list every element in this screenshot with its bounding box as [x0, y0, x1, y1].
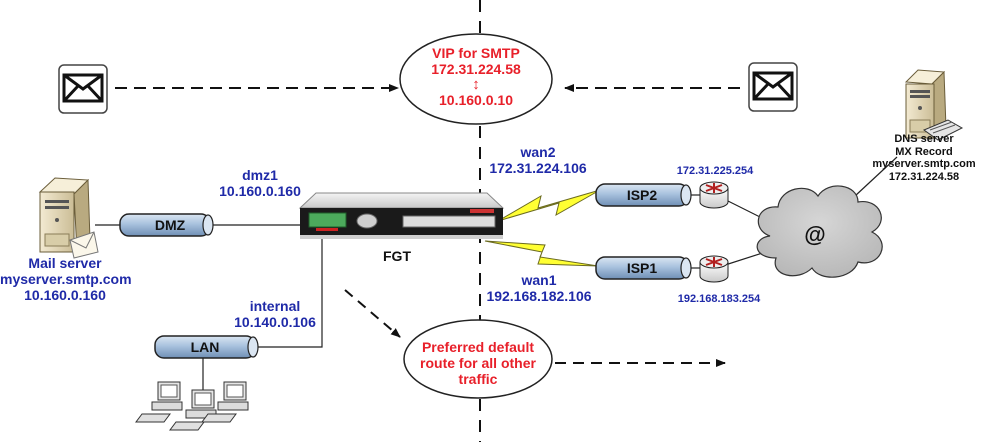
dmz-pipe-label: DMZ: [154, 217, 186, 233]
route-bubble: [403, 319, 553, 399]
dns-mx-record: MX Record: [895, 145, 953, 158]
wan1-lightning: [484, 240, 599, 267]
isp1-pipe: [595, 256, 692, 280]
dns-server-label: DNS server MX Record myserver.smtp.com 1…: [872, 133, 976, 184]
vip-external-ip: 172.31.224.58: [431, 61, 521, 78]
dmz1-interface-label: dmz1 10.160.0.160: [210, 167, 310, 199]
dmz1-name: dmz1: [242, 167, 278, 183]
mail-server-icon: [38, 177, 99, 259]
fortigate-appliance: [298, 192, 505, 239]
internal-name: internal: [249, 298, 301, 314]
route-line-1: Preferred default: [421, 339, 535, 355]
isp1-gateway-ip: 192.168.183.254: [677, 293, 761, 305]
mail-server-title: Mail server: [28, 255, 102, 271]
vip-bubble: [399, 33, 553, 125]
lan-pipe: [154, 335, 259, 359]
wan1-name: wan1: [521, 272, 557, 288]
vip-internal-ip: 10.160.0.10: [439, 92, 513, 109]
route-arrow-diagonal: [344, 289, 401, 338]
fgt-label: FGT: [383, 248, 411, 264]
internal-ip: 10.140.0.106: [234, 314, 316, 331]
wan1-interface-label: wan1 192.168.182.106: [484, 272, 594, 304]
isp2-gateway-ip: 172.31.225.254: [676, 165, 754, 177]
route-line-2: route for all other: [420, 355, 536, 372]
lan-workstations-icon: [135, 381, 249, 431]
dns-hostname: myserver.smtp.com: [872, 158, 976, 171]
vip-bubble-label: VIP for SMTP 172.31.224.58 ↕ 10.160.0.10: [416, 45, 536, 108]
wan2-lightning: [497, 189, 601, 222]
dns-server-title: DNS server: [894, 133, 954, 145]
internet-at-symbol: @: [804, 222, 826, 247]
internal-interface-label: internal 10.140.0.106: [225, 298, 325, 330]
router-icon-isp1: [699, 255, 729, 283]
wan2-ip: 172.31.224.106: [489, 160, 587, 177]
isp2-pipe: [595, 183, 692, 207]
mail-server-label: Mail server myserver.smtp.com 10.160.0.1…: [0, 255, 132, 304]
envelope-icon-left: [58, 64, 108, 114]
lan-pipe-label: LAN: [190, 339, 220, 355]
vip-mapping-arrow-icon: ↕: [472, 76, 480, 94]
wan1-ip: 192.168.182.106: [486, 288, 592, 305]
mail-server-hostname: myserver.smtp.com: [0, 271, 132, 288]
isp2-pipe-label: ISP2: [626, 187, 658, 203]
mail-server-ip: 10.160.0.160: [24, 287, 106, 304]
dmz1-ip: 10.160.0.160: [219, 183, 301, 200]
router-icon-isp2: [699, 181, 729, 209]
link-fgt-lan: [255, 237, 323, 348]
internet-cloud-icon: [756, 185, 883, 278]
vip-title: VIP for SMTP: [432, 45, 520, 61]
route-bubble-label: Preferred default route for all other tr…: [408, 339, 548, 387]
dns-ip: 172.31.224.58: [888, 170, 960, 183]
wan2-interface-label: wan2 172.31.224.106: [483, 144, 593, 176]
link-cloud-dns: [854, 156, 898, 197]
wan2-name: wan2: [520, 144, 556, 160]
dmz-pipe: [119, 213, 214, 237]
envelope-icon-right: [748, 62, 798, 112]
route-line-3: traffic: [458, 371, 498, 388]
dns-server-icon: [904, 69, 964, 141]
isp1-pipe-label: ISP1: [626, 260, 658, 276]
